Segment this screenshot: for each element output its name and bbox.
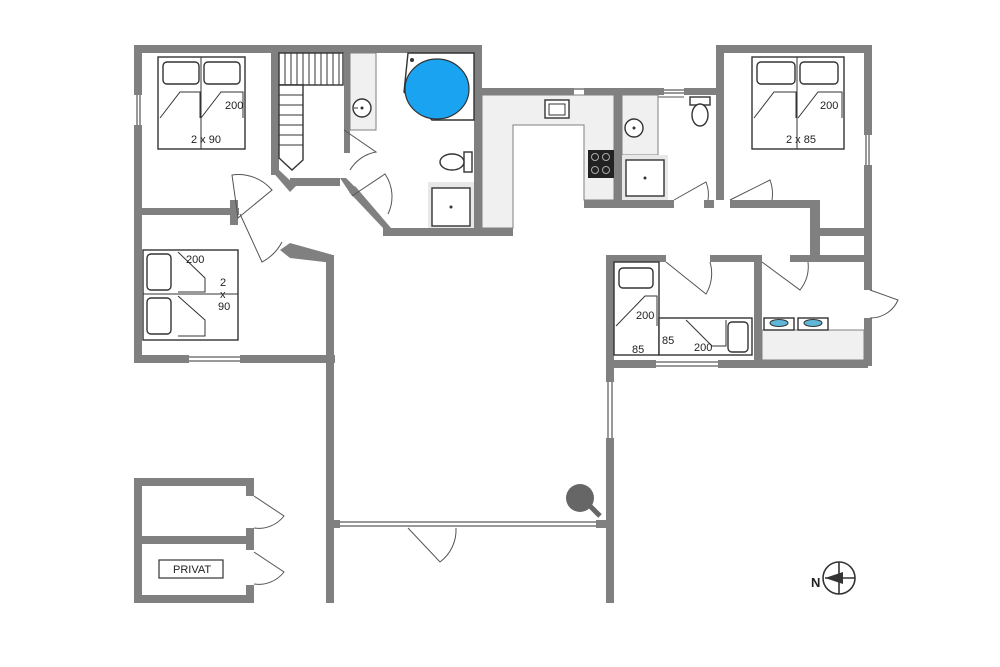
bathroom-2 — [621, 94, 711, 200]
storage-sheds: PRIVAT — [158, 559, 224, 579]
doors — [231, 96, 899, 585]
bed-ne-length-label: 200 — [820, 100, 838, 112]
shower-icon — [428, 182, 474, 228]
stove-icon — [588, 150, 614, 178]
bed-west-x-label: x — [220, 289, 226, 301]
windows — [136, 88, 870, 527]
bathroom-1 — [349, 52, 475, 228]
double-bed-nw: 2 x 90 200 — [157, 56, 246, 150]
sink-icon — [352, 98, 372, 118]
bed-ne-width-label: 2 x 85 — [786, 134, 816, 146]
storage-private-label: PRIVAT — [173, 564, 211, 576]
whirlpool-tub-icon — [403, 52, 475, 121]
bunk-bottom-length-label: 200 — [694, 342, 712, 354]
bunk-top-length-label: 200 — [636, 310, 654, 322]
compass-north-label: N — [811, 575, 820, 590]
walls — [134, 45, 872, 603]
bed-west-90-label: 90 — [218, 301, 230, 313]
sink-icon — [624, 118, 644, 138]
kitchen — [481, 94, 615, 229]
toilet-icon — [689, 96, 711, 127]
bed-west-2-label: 2 — [220, 277, 226, 289]
toilet-icon — [439, 151, 473, 173]
utility-room — [761, 317, 865, 361]
double-bed-west: 200 2 x 90 — [142, 249, 239, 341]
bed-nw-length-label: 200 — [225, 100, 243, 112]
bed-nw-width-label: 2 x 90 — [191, 134, 221, 146]
bunk-top-width-label: 85 — [632, 344, 644, 356]
bunk-beds: 200 85 85 200 — [613, 261, 753, 356]
washing-machine-icon — [763, 317, 829, 331]
sauna-bench-icon — [278, 52, 344, 171]
double-bed-ne: 2 x 85 200 — [751, 56, 845, 150]
compass-icon: N — [811, 561, 856, 595]
fireplace-icon — [566, 484, 602, 518]
shower-icon — [622, 155, 668, 200]
sink-icon — [544, 99, 570, 119]
bunk-bottom-width-label: 85 — [662, 335, 674, 347]
bed-west-length-label: 200 — [186, 254, 204, 266]
